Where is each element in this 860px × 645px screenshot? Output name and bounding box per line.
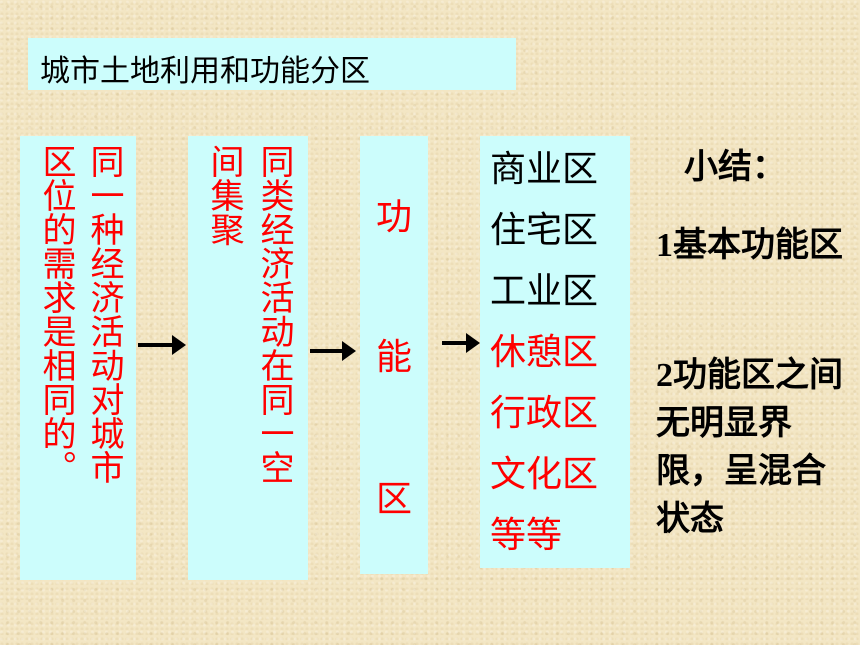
arrow-right-1 bbox=[138, 335, 186, 355]
zone-item: 工业区 bbox=[490, 271, 599, 312]
definition-2-line-2: 间集聚 bbox=[204, 144, 244, 246]
arrow-right-2 bbox=[310, 341, 356, 361]
arrow-right-3 bbox=[442, 333, 480, 353]
definition-box-1: 同一种经济活动对城市 区位的需求是相同的。 bbox=[20, 136, 136, 580]
functional-zone-char-1: 功 bbox=[376, 197, 413, 238]
zone-item: 住宅区 bbox=[490, 210, 599, 251]
zone-item: 商业区 bbox=[490, 149, 599, 190]
functional-zone-char-2: 能 bbox=[376, 337, 413, 378]
summary-point-2: 2功能区之间无明显界限，呈混合状态 bbox=[656, 357, 843, 538]
functional-zone-box: 功 能 区 bbox=[360, 136, 428, 574]
definition-1-line-2: 区位的需求是相同的。 bbox=[36, 144, 76, 484]
zone-item: 文化区 bbox=[490, 454, 599, 495]
definition-2-line-1: 同类经济活动在同一空 bbox=[254, 144, 294, 484]
summary-heading: 小结： bbox=[684, 149, 786, 186]
definition-1-line-1: 同一种经济活动对城市 bbox=[84, 144, 124, 484]
zone-item: 休憩区 bbox=[490, 332, 599, 373]
zone-list-box: 商业区住宅区工业区休憩区行政区文化区等等 bbox=[480, 136, 630, 568]
summary-point-1: 1基本功能区 bbox=[656, 227, 843, 264]
page-title: 城市土地利用和功能分区 bbox=[40, 54, 370, 89]
definition-box-2: 同类经济活动在同一空 间集聚 bbox=[188, 136, 308, 580]
functional-zone-char-3: 区 bbox=[376, 479, 413, 520]
title-banner: 城市土地利用和功能分区 bbox=[28, 38, 516, 90]
zone-item: 行政区 bbox=[490, 393, 599, 434]
zone-item: 等等 bbox=[490, 515, 563, 556]
